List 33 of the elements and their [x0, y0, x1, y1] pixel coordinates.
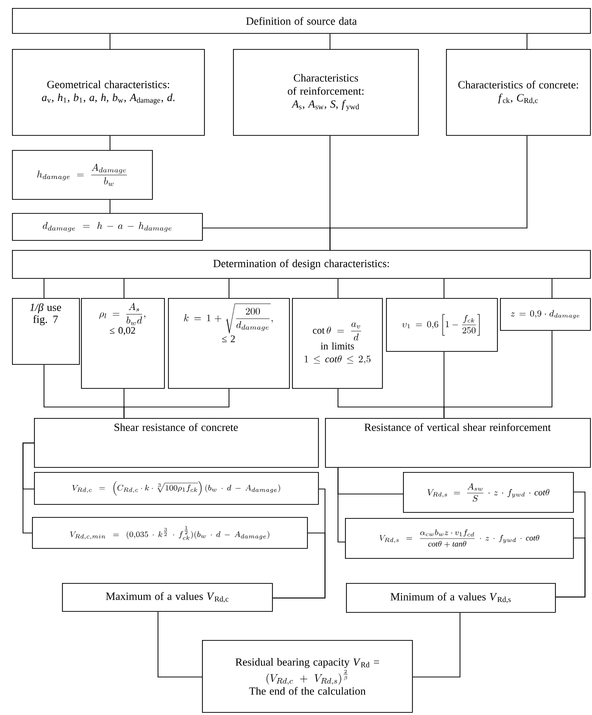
- process-box: Determination of design characteristics:: [12, 250, 591, 279]
- connector-line: [124, 388, 230, 418]
- process-box: $h_{damage} = \frac{A_{damage}}{b_w}$: [12, 150, 153, 200]
- process-box: Resistance of vertical shear reinforcement: [325, 418, 591, 468]
- process-box: $\upsilon_1 = 0{,}6\left[1 - \frac{f_{ck}}{250}\right]$: [386, 298, 498, 352]
- process-box: Residual bearing capacity V$_{Rd}$ = $(V_{Rd,c} + V_{Rd,s})^{\frac{2}{\beta}}$ The end of the calculation: [202, 640, 413, 713]
- connector-line: [555, 538, 586, 598]
- connector-line: [412, 612, 460, 678]
- connector-line: [330, 135, 528, 250]
- process-box: Shear resistance of concrete: [34, 418, 319, 468]
- process-box: $V_{Rd,c} = \left(C_{Rd,c} \cdot k \cdot \sqrt[3]{100\rho_1 f_{ck}}\right)(b_w \cdot d - A_{damage})$: [34, 472, 319, 505]
- process-box: $\cot\theta = \frac{a_v}{d}$ in limits $1 \leq \mathit{cot}\theta \leq 2{,}5$: [292, 298, 383, 389]
- process-box: Characteristics of concrete: f$_{ck}$, C$_{Rd,c}$: [446, 49, 591, 136]
- process-box: Maximum of a values V$_{Rd,c}$: [62, 583, 273, 612]
- process-box: $V_{Rd,s} = \frac{\alpha_{cw} b_w z \cdot v_1 f_{cd}}{\mathit{cot}\theta + \mathit{tan}\theta} \cdot z \cdot f_{ywd} \cdot \mathit{cot}\theta$: [345, 518, 574, 559]
- process-box: $z = 0{,}9 \cdot d_{damage}$: [500, 298, 591, 331]
- process-box: Geometrical characteristics: a$_{v}$, h$_{1}$, b$_{1}$, a, h, b$_{w}$, A$_{damage}$, d.: [12, 49, 205, 136]
- process-box: Characteristics of reinforcement: A$_{s}$, A$_{sw}$, S, f$_{ywd}$: [233, 49, 419, 136]
- connector-line: [22, 442, 34, 534]
- connector-line: [272, 532, 326, 598]
- connector-line: [228, 278, 230, 298]
- process-box: $d_{damage} = h - a - h_{damage}$: [12, 213, 203, 241]
- process-box: Definition of source data: [12, 8, 591, 34]
- process-box: $k = 1 + \sqrt{\frac{200}{d_{damage}}},$ ≤ 2: [168, 298, 290, 389]
- process-box: $\rho_l = \frac{A_s}{b_w d},$ ≤ 0,02: [81, 298, 165, 389]
- connector-line: [444, 330, 552, 418]
- process-box: $V_{Rd,c,min} = (0{,}035 \cdot k^{\frac{3}{2}} \cdot f_{ck}^{\frac{1}{2}})(b_w \cdot d - A_{damage})$: [32, 517, 308, 549]
- process-box: Minimum of a values V$_{Rd,s}$: [346, 583, 556, 613]
- process-box: 1/β use fig. 7: [12, 298, 80, 365]
- connector-line: [526, 33, 528, 50]
- connector-line: [158, 611, 202, 678]
- process-box: $V_{Rd,s} = \frac{A_{sw}}{S} \cdot z \cdot f_{ywd} \cdot \mathit{cot}\theta$: [403, 472, 574, 513]
- connector-line: [338, 467, 346, 542]
